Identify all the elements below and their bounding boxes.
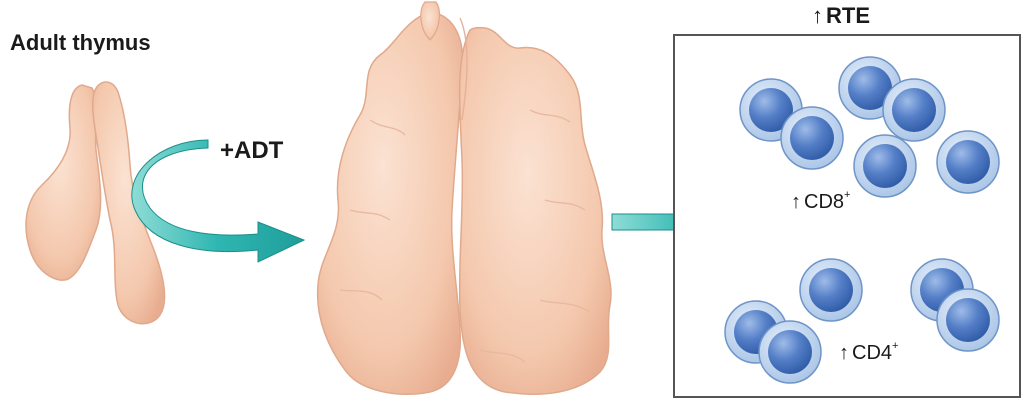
cd8-superscript: + [844,189,850,201]
large-thymus-left-lobe [318,12,463,394]
up-arrow-icon: ↑ [812,3,823,28]
cell [937,131,999,193]
cell [781,107,843,169]
cd8-text: CD8 [804,191,844,213]
cell [937,289,999,351]
up-arrow-icon: ↑ [839,342,849,364]
cd8-label: ↑CD8+ [791,191,850,214]
treatment-label: +ADT [220,137,283,165]
rte-label: ↑RTE [812,3,870,29]
cell [883,79,945,141]
cell [759,321,821,383]
rte-text: RTE [826,3,870,28]
diagram-title: Adult thymus [10,30,151,56]
cd4-text: CD4 [852,342,892,364]
small-thymus-left-lobe [26,85,101,280]
cell [800,259,862,321]
small-thymus-right-lobe [93,82,165,324]
large-thymus-right-lobe [460,28,611,395]
cd4-label: ↑CD4+ [839,342,898,365]
up-arrow-icon: ↑ [791,191,801,213]
cd4-superscript: + [892,340,898,352]
cell [854,135,916,197]
large-thymus [318,2,611,394]
